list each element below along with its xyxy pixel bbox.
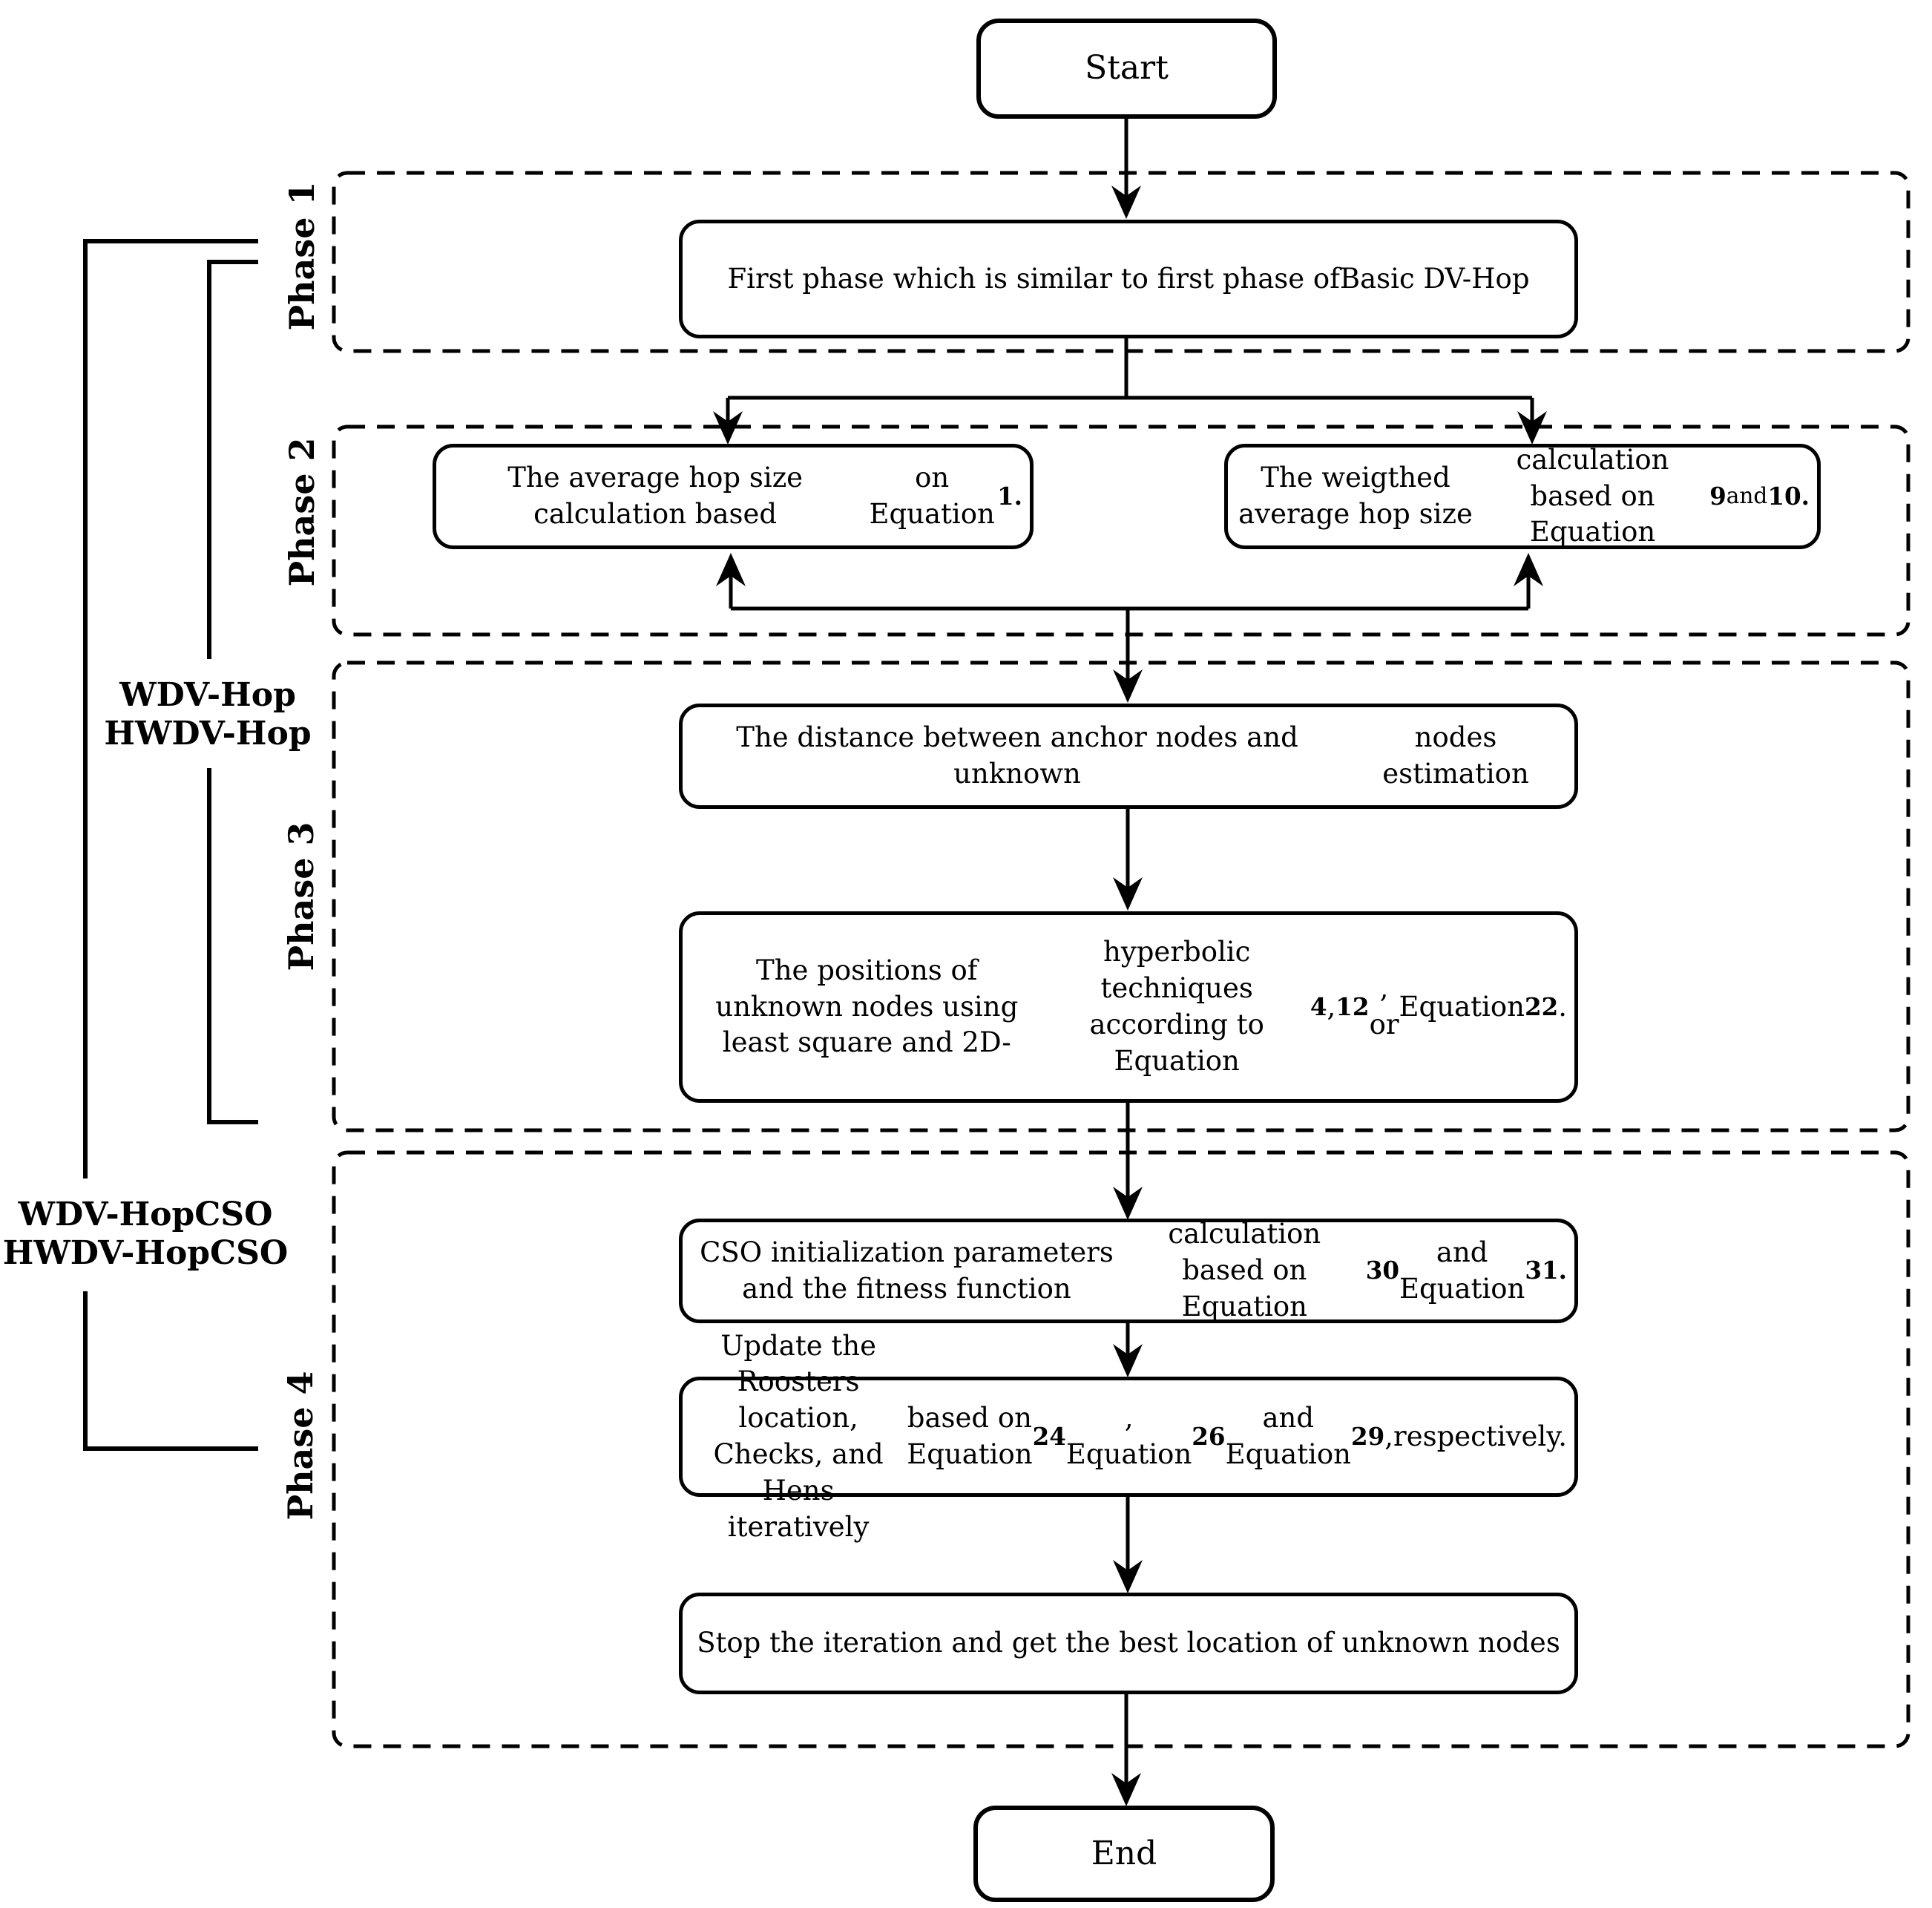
cso-bracket-label: WDV-HopCSO HWDV-HopCSO xyxy=(2,1196,289,1273)
dvhop-label-line2: HWDV-Hop xyxy=(104,715,312,753)
phase1-label: Phase 1 xyxy=(282,181,322,331)
phase4-label: Phase 4 xyxy=(280,1371,321,1521)
cso-bracket-bottom xyxy=(83,1291,258,1451)
dvhop-label-line1: WDV-Hop xyxy=(119,676,296,715)
node-distance-estimation: The distance between anchor nodes and un… xyxy=(679,704,1578,809)
dvhop-bracket-top xyxy=(207,260,258,659)
phase2-label: Phase 2 xyxy=(282,437,322,587)
cso-bracket-top xyxy=(83,239,258,1178)
end-node: End xyxy=(973,1806,1275,1902)
node-position-estimation: The positions of unknown nodes using lea… xyxy=(679,911,1578,1103)
cso-label-line2: HWDV-HopCSO xyxy=(2,1234,289,1272)
phase3-container xyxy=(332,660,1910,1132)
node-stop-iteration: Stop the iteration and get the best loca… xyxy=(679,1593,1578,1694)
start-node: Start xyxy=(976,19,1277,119)
phase1-container xyxy=(332,171,1910,353)
dvhop-bracket-bottom xyxy=(207,768,258,1124)
phase4-container xyxy=(332,1150,1910,1748)
node-update-roosters-checks-hens: Update the Roosters location, Checks, an… xyxy=(679,1330,1578,1543)
cso-label-line1: WDV-HopCSO xyxy=(18,1196,273,1234)
phase2-container xyxy=(332,424,1910,637)
node-cso-initialization: CSO initialization parameters and the fi… xyxy=(679,1218,1578,1323)
phase3-label: Phase 3 xyxy=(281,822,321,971)
dvhop-bracket-label: WDV-Hop HWDV-Hop xyxy=(104,676,312,753)
node-phase1-main: First phase which is similar to first ph… xyxy=(679,220,1578,338)
